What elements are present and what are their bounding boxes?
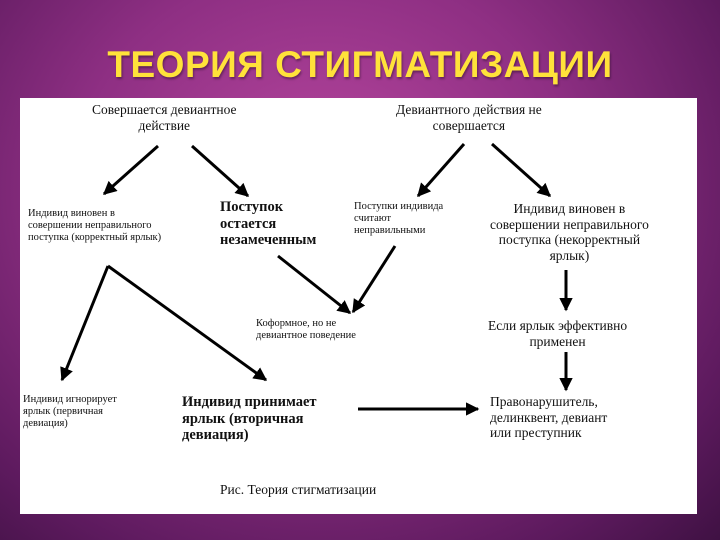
arrow-deviant-to-guilty bbox=[102, 144, 159, 196]
node-deviant-done: Совершается девиантное действие bbox=[92, 102, 237, 133]
arrow-deviant-to-unnoticed bbox=[191, 144, 250, 198]
node-guilty-correct: Индивид виновен в совершении неправильно… bbox=[28, 208, 162, 244]
node-accepts-label: Индивид принимает ярлык (вторичная девиа… bbox=[182, 394, 317, 444]
figure-caption: Рис. Теория стигматизации bbox=[220, 482, 377, 497]
arrow-notdone-to-guilty-incorrect bbox=[490, 142, 552, 198]
node-label-effective: Если ярлык эффективно применен bbox=[488, 318, 628, 349]
slide-title: ТЕОРИЯ СТИГМАТИЗАЦИИ bbox=[107, 44, 613, 85]
node-unnoticed: Поступок остается незамеченным bbox=[220, 199, 317, 249]
arrow-notdone-to-wrong bbox=[416, 143, 466, 198]
node-guilty-incorrect: Индивид виновен в совершении неправильно… bbox=[490, 201, 649, 263]
arrow-guilty-to-accepts bbox=[107, 264, 268, 382]
arrow-wrong-to-conformist bbox=[351, 245, 397, 314]
node-deviant-not-done: Девиантного действия не совершается bbox=[396, 102, 542, 133]
arrows-layer bbox=[60, 142, 573, 416]
node-ignores-label: Индивид игнорирует ярлык (первичная деви… bbox=[23, 394, 117, 430]
diagram-panel: Совершается девиантное действие Девиантн… bbox=[20, 98, 697, 514]
arrow-guilty-to-ignores bbox=[60, 265, 110, 382]
node-conformist: Коформное, но не девиантное поведение bbox=[256, 318, 356, 342]
node-considered-wrong: Поступки индивида считают неправильными bbox=[354, 201, 444, 237]
node-offender: Правонарушитель, делинквент, девиант или… bbox=[490, 394, 608, 441]
arrow-unnoticed-to-conformist bbox=[277, 254, 352, 315]
